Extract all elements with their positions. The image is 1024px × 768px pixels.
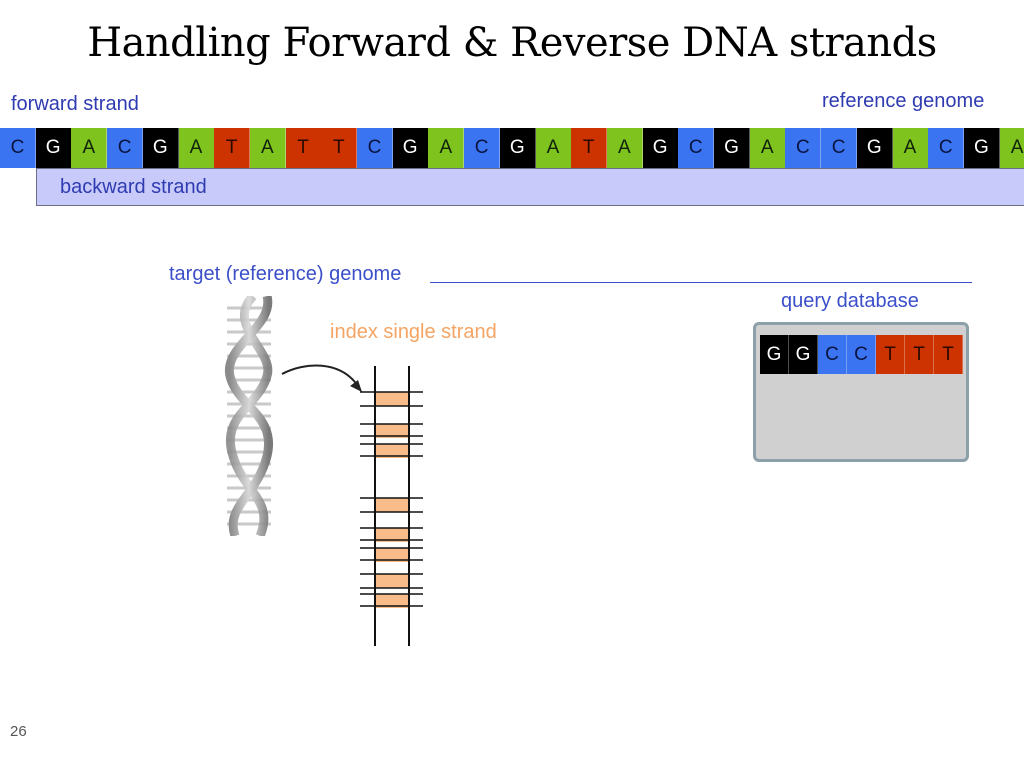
base-cell-c: C xyxy=(785,128,822,168)
base-cell-a: A xyxy=(249,128,286,168)
base-cell-a: A xyxy=(178,128,215,168)
index-band xyxy=(375,574,409,588)
base-cell-c: C xyxy=(357,128,393,168)
base-cell-a: A xyxy=(749,128,786,168)
query-base-cell-c: C xyxy=(818,335,847,374)
backward-strand-label: backward strand xyxy=(60,176,207,198)
forward-strand-label: forward strand xyxy=(11,93,139,115)
query-base-cell-g: G xyxy=(789,335,818,374)
base-cell-t: T xyxy=(321,128,358,168)
base-cell-c: C xyxy=(678,128,715,168)
curved-arrow-icon xyxy=(281,364,362,392)
base-cell-c: C xyxy=(0,128,36,168)
query-base-cell-g: G xyxy=(760,335,789,374)
base-cell-g: G xyxy=(714,128,750,168)
index-band xyxy=(375,548,409,562)
base-cell-c: C xyxy=(107,128,144,168)
base-cell-c: C xyxy=(928,128,965,168)
base-cell-g: G xyxy=(856,128,893,168)
base-cell-t: T xyxy=(214,128,251,168)
index-band xyxy=(375,498,409,512)
index-band xyxy=(375,444,409,458)
base-cell-g: G xyxy=(392,128,429,168)
slide-title: Handling Forward & Reverse DNA strands xyxy=(87,20,937,66)
base-cell-c: C xyxy=(821,128,858,168)
base-cell-g: G xyxy=(963,128,1000,168)
target-genome-underline xyxy=(430,282,972,283)
query-database-label: query database xyxy=(781,290,919,312)
base-cell-a: A xyxy=(71,128,108,168)
base-cell-t: T xyxy=(285,128,322,168)
base-cell-g: G xyxy=(499,128,536,168)
backward-strand-box xyxy=(36,168,1024,206)
index-band xyxy=(375,594,409,608)
query-base-cell-t: T xyxy=(905,335,934,374)
query-base-cell-t: T xyxy=(934,335,963,374)
index-band xyxy=(375,392,409,406)
index-ladder-diagram xyxy=(360,366,423,646)
index-band xyxy=(375,528,409,542)
base-cell-a: A xyxy=(606,128,643,168)
target-genome-label: target (reference) genome xyxy=(169,263,402,285)
base-cell-a: A xyxy=(892,128,929,168)
query-base-cell-c: C xyxy=(847,335,876,374)
base-cell-g: G xyxy=(642,128,679,168)
base-cell-t: T xyxy=(571,128,608,168)
index-band xyxy=(375,424,409,438)
base-cell-c: C xyxy=(464,128,501,168)
base-cell-a: A xyxy=(428,128,465,168)
base-cell-a: A xyxy=(535,128,572,168)
dna-double-helix-icon xyxy=(224,296,274,536)
page-number: 26 xyxy=(10,723,27,740)
base-cell-g: G xyxy=(35,128,72,168)
reference-genome-label: reference genome xyxy=(822,90,985,112)
base-cell-g: G xyxy=(142,128,179,168)
query-base-cell-t: T xyxy=(876,335,905,374)
index-single-strand-label: index single strand xyxy=(330,321,497,343)
base-cell-a: A xyxy=(999,128,1024,168)
